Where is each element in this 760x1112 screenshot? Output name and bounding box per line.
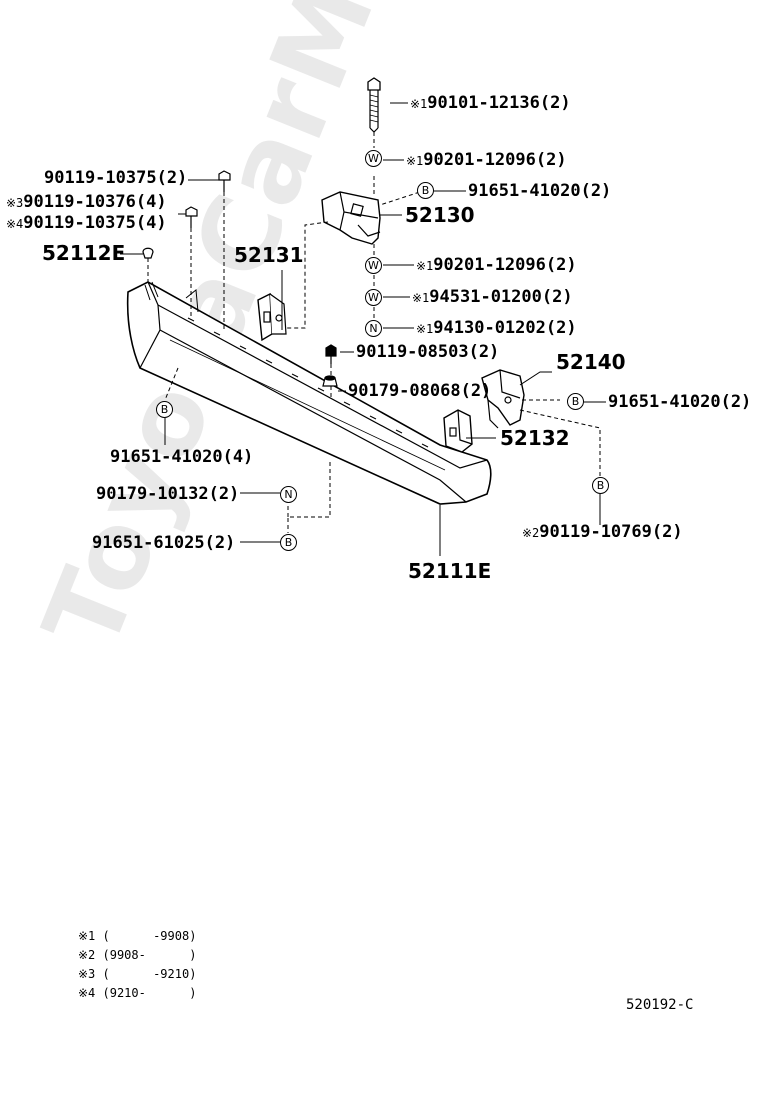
note-3: ※3 ( -9210) [78, 967, 197, 981]
ref-1: ※1 [410, 97, 428, 111]
washer-mark-1: W [365, 150, 382, 167]
part-90119-10769: 90119-10769(2) [539, 522, 683, 542]
part-90179-08068: 90179-08068(2) [348, 381, 492, 401]
label-washer-2: ※190201-12096(2) [416, 255, 577, 276]
ref-4: ※4 [6, 217, 24, 231]
part-90119-10375-top: 90119-10375(2) [44, 168, 188, 188]
part-90201-12096-a: 90201-12096(2) [423, 150, 567, 170]
part-52132: 52132 [500, 426, 570, 450]
part-91651-41020-left: 91651-41020(4) [110, 447, 254, 467]
stay-52130 [321, 191, 381, 245]
part-90119-10375-b: 90119-10375(4) [23, 213, 167, 233]
note-4: ※4 (9210- ) [78, 986, 197, 1000]
bracket-52132 [443, 409, 473, 453]
part-52140: 52140 [556, 350, 626, 374]
bumper-body [126, 281, 492, 505]
ref-1-d: ※1 [412, 291, 430, 305]
bracket-52140 [481, 369, 525, 429]
part-52130: 52130 [405, 203, 475, 227]
part-90201-12096-b: 90201-12096(2) [433, 255, 577, 275]
washer-mark-2: W [365, 257, 382, 274]
ref-1-e: ※1 [416, 322, 434, 336]
part-90119-10376: 90119-10376(4) [23, 192, 167, 212]
part-91651-41020-right: 91651-41020(2) [608, 392, 752, 412]
label-bolt-10376: ※390119-10376(4) [6, 192, 167, 213]
part-90179-10132: 90179-10132(2) [96, 484, 240, 504]
bolt-90119-10375-icon [218, 170, 231, 192]
part-52112E: 52112E [42, 241, 126, 265]
clip-52112E-icon [142, 247, 154, 259]
part-90119-08503: 90119-08503(2) [356, 342, 500, 362]
nut-90179-08068-icon [322, 375, 338, 387]
part-94531-01200: 94531-01200(2) [429, 287, 573, 307]
diagram-code: 520192-C [626, 997, 694, 1013]
note-1: ※1 ( -9908) [78, 929, 197, 943]
clip-mark-right: B [567, 393, 584, 410]
bolt-90101-icon [367, 77, 381, 133]
clip-mark-bottom: B [280, 534, 297, 551]
clip-mark-top: B [417, 182, 434, 199]
part-90101-12136: 90101-12136(2) [427, 93, 571, 113]
label-washer-3: ※194531-01200(2) [412, 287, 573, 308]
label-bolt-10375-b: ※490119-10375(4) [6, 213, 167, 234]
ref-3: ※3 [6, 196, 24, 210]
ref-1-b: ※1 [406, 154, 424, 168]
part-91651-41020-top: 91651-41020(2) [468, 181, 612, 201]
part-52131: 52131 [234, 243, 304, 267]
part-52111E: 52111E [408, 559, 492, 583]
part-94130-01202: 94130-01202(2) [433, 318, 577, 338]
nut-mark-top: N [365, 320, 382, 337]
bolt-90119-10376-icon [185, 206, 198, 228]
note-2: ※2 (9908- ) [78, 948, 197, 962]
nut-mark-bottom: N [280, 486, 297, 503]
part-91651-61025: 91651-61025(2) [92, 533, 236, 553]
label-bolt-top: ※190101-12136(2) [410, 93, 571, 114]
label-washer-1: ※190201-12096(2) [406, 150, 567, 171]
bolt-90119-08503-icon [325, 344, 337, 364]
ref-2: ※2 [522, 526, 540, 540]
ref-1-c: ※1 [416, 259, 434, 273]
washer-mark-3: W [365, 289, 382, 306]
clip-mark-far-right: B [592, 477, 609, 494]
label-bolt-10769: ※290119-10769(2) [522, 522, 683, 543]
clip-mark-left: B [156, 401, 173, 418]
label-nut-top: ※194130-01202(2) [416, 318, 577, 339]
